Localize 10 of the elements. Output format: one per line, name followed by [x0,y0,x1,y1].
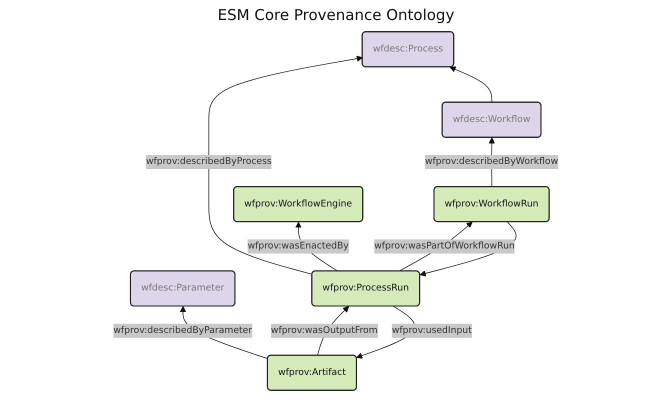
arrow [450,66,493,103]
edge-label: wfprov:describedByWorkflow [425,156,558,168]
arrow [208,56,364,275]
edge-label: wfprov:wasEnactedBy [248,240,350,252]
edge-label: wfprov:describedByParameter [114,325,252,336]
edge-label: wfprov:usedInput [392,325,472,336]
diagram-title: ESM Core Provenance Ontology [216,6,456,24]
edge-label: wfprov:wasOutputFrom [271,325,378,336]
edge-label: wfprov:describedByProcess [146,156,272,168]
edge-label: wfprov:wasPartOfWorkflowRun [374,240,516,252]
